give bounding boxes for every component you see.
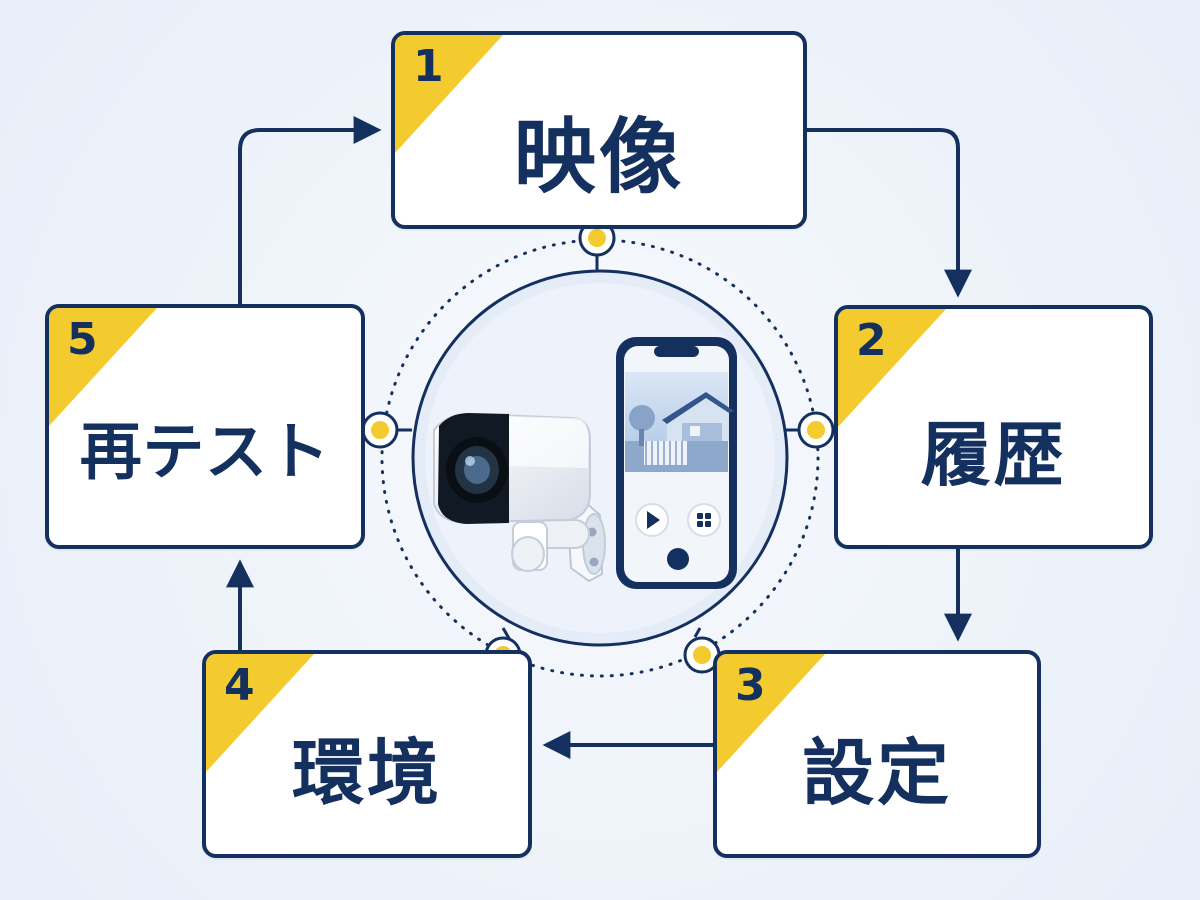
arrow-1-to-2 (807, 128, 972, 298)
step-number: 2 (856, 315, 887, 366)
step-number: 4 (224, 660, 255, 711)
step-label: 履歴 (920, 414, 1067, 496)
step-card-retest: 5 再テスト (45, 304, 365, 549)
step-card-environment: 4 環境 (202, 650, 532, 858)
outer-dotted-ring (380, 238, 820, 678)
step-number: 3 (735, 660, 766, 711)
step-label: 映像 (513, 110, 685, 205)
step-number: 1 (413, 41, 444, 92)
connector-dot-left (361, 411, 399, 449)
connector-dot-top (578, 219, 616, 257)
step-number: 5 (67, 314, 98, 365)
step-label: 設定 (802, 731, 952, 815)
step-card-video: 1 映像 (391, 31, 807, 229)
arrow-5-to-1 (238, 116, 382, 305)
step-card-settings: 3 設定 (713, 650, 1041, 858)
security-camera-icon (433, 412, 606, 583)
connector-dot-bottom-right (683, 636, 721, 674)
step-card-history: 2 履歴 (834, 305, 1153, 549)
connector-bottom-right (693, 627, 702, 638)
connector-dot-right (797, 411, 835, 449)
smartphone-app-icon (616, 337, 737, 589)
step-label: 再テスト (79, 415, 331, 488)
step-label: 環境 (292, 731, 442, 815)
